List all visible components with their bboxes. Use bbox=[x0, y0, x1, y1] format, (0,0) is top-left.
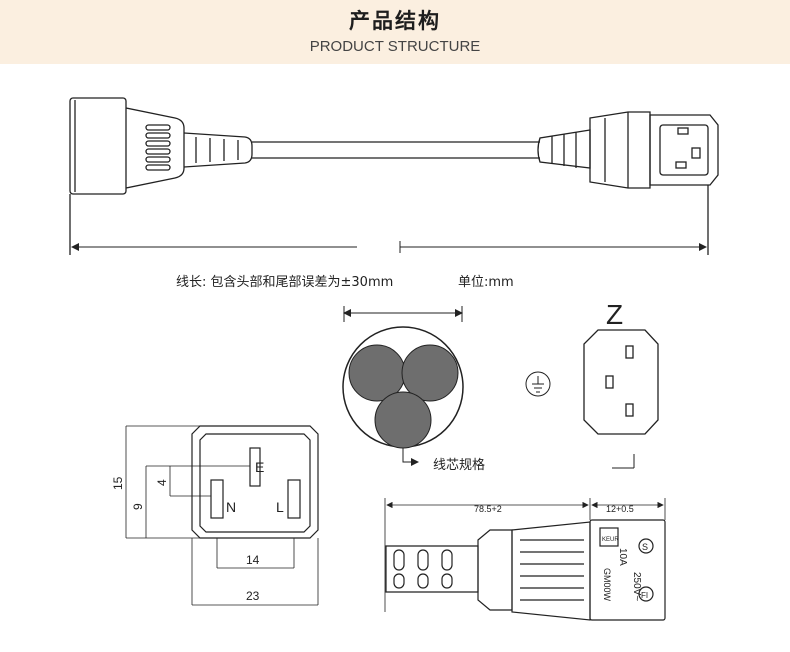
socket-outline bbox=[583, 329, 659, 435]
left-strain-relief bbox=[183, 132, 253, 168]
front-pin-view bbox=[125, 425, 319, 606]
earth-icon bbox=[525, 371, 551, 397]
pin-label-n: N bbox=[226, 499, 236, 515]
mark-keur: KEUR bbox=[602, 537, 619, 543]
dim-length: 78.5+2 bbox=[474, 504, 502, 514]
pin-label-e: E bbox=[255, 459, 264, 475]
dim-15: 15 bbox=[111, 476, 125, 490]
dim-9: 9 bbox=[131, 503, 145, 510]
unit-note: 单位:mm bbox=[458, 275, 514, 290]
right-strain-relief bbox=[537, 129, 591, 169]
plug-head-side bbox=[589, 519, 666, 621]
right-connector-head bbox=[589, 111, 651, 189]
pin-l bbox=[287, 479, 301, 519]
socket-view: Z bbox=[525, 299, 659, 469]
left-plug-body bbox=[69, 97, 127, 195]
cable-top-view bbox=[69, 97, 719, 255]
strain-relief-side bbox=[385, 545, 479, 593]
mark-s-circle bbox=[638, 538, 654, 554]
header-banner: 产品结构 PRODUCT STRUCTURE bbox=[0, 0, 790, 64]
length-tolerance-note: 线长: 包含头部和尾部误差为±30mm bbox=[176, 275, 394, 290]
mark-s: S bbox=[642, 542, 648, 552]
pin-e bbox=[249, 447, 261, 487]
dim-23: 23 bbox=[246, 589, 260, 603]
core-wire bbox=[374, 391, 432, 449]
marking-current: 10A bbox=[617, 548, 628, 566]
plug-body-side bbox=[511, 521, 591, 621]
dim-head: 12+0.5 bbox=[606, 504, 634, 514]
page-title: 产品结构 bbox=[349, 9, 441, 33]
core-spec-label: 线芯规格 bbox=[433, 458, 486, 473]
dim-14: 14 bbox=[246, 553, 260, 567]
dim-4: 4 bbox=[155, 479, 169, 486]
core-cross-section bbox=[342, 306, 464, 466]
mark-fi-circle bbox=[638, 586, 654, 602]
pin-n bbox=[210, 479, 224, 519]
page-subtitle: PRODUCT STRUCTURE bbox=[309, 38, 481, 55]
left-plug-taper bbox=[125, 107, 185, 189]
side-view bbox=[384, 498, 666, 621]
overall-length-dimension bbox=[71, 241, 707, 253]
pin-label-l: L bbox=[276, 499, 284, 515]
core-wire bbox=[401, 344, 459, 402]
marking-brand: GM00W bbox=[602, 568, 612, 602]
marking-voltage: 250V~ bbox=[631, 572, 642, 601]
socket-mark-z: Z bbox=[606, 299, 623, 330]
keur-mark bbox=[599, 527, 619, 547]
mark-fi: FI bbox=[641, 591, 648, 600]
right-coupler-face bbox=[649, 114, 719, 186]
